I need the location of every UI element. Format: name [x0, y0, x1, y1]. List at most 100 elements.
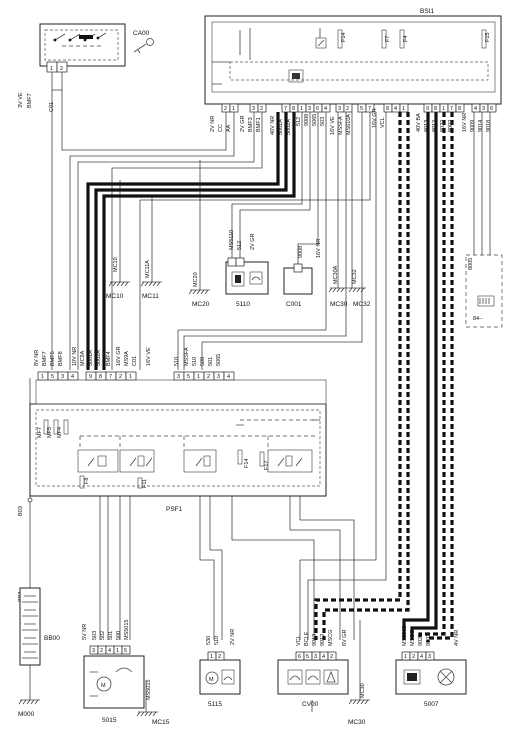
ground-caption-mc11: MC11	[142, 293, 159, 300]
wire-501: 501	[208, 357, 214, 366]
wire-510-5115: 510	[214, 636, 220, 645]
fuse-mf7: MF7	[37, 427, 43, 438]
bsi-pin: 7	[284, 106, 287, 112]
wire-ms9a: MS9A	[124, 351, 130, 366]
module-5015: M 3 2 4 1 5 5V NR 503 502 501 500 MS5015…	[82, 620, 170, 727]
wire-bmf1: BMF1	[256, 117, 262, 132]
bsi1-box	[204, 15, 502, 105]
fuse-f7: F7	[385, 36, 391, 42]
pin-5007: 3	[428, 654, 431, 660]
bsi-pin: 7	[368, 106, 371, 112]
bsi-conn-40v-ba: 40V BA	[416, 113, 422, 132]
pin-5115: 1	[210, 654, 213, 660]
pin-cv00: 6	[298, 654, 301, 660]
module-5110: MS5110 512 2V GR 5110	[225, 230, 269, 308]
label-5110: 5110	[236, 301, 250, 308]
bsi1-pin-numbers: 2 1 3 2 7 8 1 3 6 4 3 2 5 7 8 4 1 9 8 1 …	[224, 106, 493, 112]
wire-mscg: MSCG	[328, 630, 334, 647]
wire-bmf5: BMF5	[50, 351, 56, 366]
thin-wires	[29, 72, 491, 712]
label-8005-sub: 84--	[473, 316, 483, 322]
psf-pin: 2	[207, 374, 210, 380]
conn-5007: 4V NR	[454, 630, 460, 646]
psf-conn-16v-gr: 16V GR	[116, 346, 122, 366]
psf-pin: 9	[89, 374, 92, 380]
fuse-f8: F8	[84, 478, 90, 484]
ground-label-mc10: MC10	[113, 257, 119, 272]
conn-5015: 5V NR	[82, 624, 88, 640]
wire-9022-5007: 9022	[418, 634, 424, 646]
ground-mc20: MC20 MC20	[188, 272, 210, 308]
wire-5002a-psf: 5002A	[96, 350, 102, 366]
ground-mc11: MC11A MC11	[140, 260, 162, 300]
thick-wires	[86, 112, 454, 642]
bsi-pin: 2	[346, 106, 349, 112]
wire-bcle: BCLE	[304, 631, 310, 646]
wire-bmf4: BMF4	[106, 351, 112, 366]
psf-pin: 1	[129, 374, 132, 380]
wire-ms5110: MS5110	[229, 230, 235, 250]
wire-ms5015-b: MS5015	[146, 680, 152, 701]
pin-5115: 2	[218, 654, 221, 660]
fuse-mf4: MF4	[57, 427, 63, 438]
ground-caption-mc10: MC10	[106, 293, 124, 300]
bsi-conn-16v-ve: 16V VE	[330, 116, 336, 135]
label-cv00: CV00	[302, 701, 319, 708]
bsi-pin: 6	[316, 106, 319, 112]
psf1-wire-labels: 8V NR BMF7 BMF5 BMF8 10V NR MC9A 5001A 5…	[34, 346, 222, 366]
ground-mc30: MC30A MC30	[328, 265, 348, 308]
bsi-pin: 4	[324, 106, 327, 112]
key-icon	[133, 38, 154, 54]
pin-5007: 1	[404, 654, 407, 660]
psf-pin: 1	[197, 374, 200, 380]
pin-5015: 3	[92, 648, 95, 654]
ground-caption-mc30-b: MC30	[348, 719, 366, 726]
wire-512-5110: 512	[237, 241, 243, 250]
wire-ms610a: MS610A	[346, 114, 352, 135]
pin-5007: 2	[412, 654, 415, 660]
pin-5007: 4	[420, 654, 423, 660]
ground-mc10: MC10 MC10	[106, 257, 130, 300]
psf-pin: 2	[119, 374, 122, 380]
bsi-pin: 8	[434, 106, 437, 112]
wire-500: 500	[200, 357, 206, 366]
wire-9008-c001: 9008	[298, 246, 304, 258]
bsi-pin: 3	[482, 106, 485, 112]
wire-mc9a: MC9A	[80, 350, 86, 366]
fuse-f11: F11	[142, 479, 148, 488]
label-bb00: BB00	[44, 635, 60, 642]
ca00-switch: 1 2 CA00	[39, 23, 154, 73]
ca00-pin-1: 1	[50, 66, 53, 72]
psf-conn-10v-nr: 10V NR	[72, 347, 78, 366]
module-5007: 1 2 4 3 MS5002 MSCG 9022 9003 4V NR 5007	[395, 626, 467, 708]
bsi-conn-40v-nr: 40V NR	[270, 116, 276, 135]
bsi-pin: 1	[232, 106, 235, 112]
label-5015: 5015	[102, 717, 117, 724]
bsi-pin: 6	[490, 106, 493, 112]
pin-cv00: 2	[330, 654, 333, 660]
psf-pin: 3	[217, 374, 220, 380]
pin-5015: 5	[124, 648, 127, 654]
module-8005: 8005 84--	[465, 254, 503, 328]
wire-9008: 9008	[304, 114, 310, 126]
psf-pin: 5	[51, 374, 54, 380]
pin-5015: 2	[100, 648, 103, 654]
wire-bmf8: BMF8	[58, 351, 64, 366]
wire-cc: CC	[218, 124, 224, 132]
wire-503: 503	[320, 117, 326, 126]
pin-cv00: 3	[314, 654, 317, 660]
battery-bb00: B03 BB3 BB00 M000	[18, 497, 60, 718]
fuse-f14: F14	[341, 33, 347, 42]
ground-mc30-bottom: MC30 MC30	[348, 683, 370, 726]
ground-mc32: MC32 MC32	[348, 269, 371, 308]
psf-pin: 4	[227, 374, 230, 380]
bsi-pin: 8	[386, 106, 389, 112]
bsi-conn-2v-gr: 2V GR	[240, 115, 246, 132]
wire-5065: 5065	[312, 114, 318, 126]
label-c001: C001	[286, 301, 302, 308]
wire-bmf3: BMF3	[248, 117, 254, 132]
psf-conn-16v-ve: 16V VE	[146, 347, 152, 366]
wire-5002a: 5002A	[286, 119, 292, 135]
